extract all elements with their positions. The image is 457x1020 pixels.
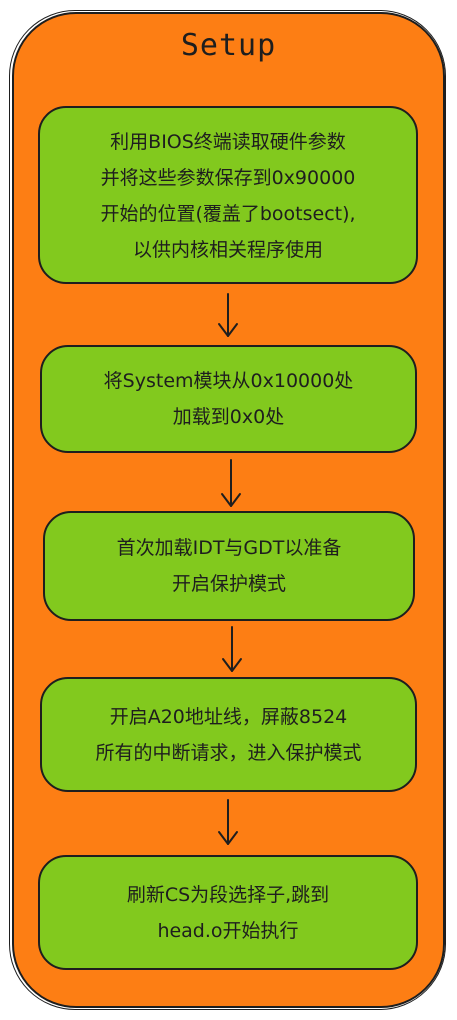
step-2-text: 将System模块从0x10000处 加载到0x0处 xyxy=(103,370,354,428)
arrow-3-icon xyxy=(222,626,242,672)
step-2-box: 将System模块从0x10000处 加载到0x0处 xyxy=(40,345,417,453)
arrow-1-icon xyxy=(218,293,238,337)
step-5-text: 刷新CS为段选择子,跳到 head.o开始执行 xyxy=(126,883,330,942)
step-3-text: 首次加载IDT与GDT以准备 开启保护模式 xyxy=(116,537,342,595)
step-3-box: 首次加载IDT与GDT以准备 开启保护模式 xyxy=(43,511,415,621)
step-4-box: 开启A20地址线，屏蔽8524 所有的中断请求，进入保护模式 xyxy=(40,677,417,792)
arrow-4-icon xyxy=(218,799,238,845)
step-5-box: 刷新CS为段选择子,跳到 head.o开始执行 xyxy=(38,855,418,970)
step-4-text: 开启A20地址线，屏蔽8524 所有的中断请求，进入保护模式 xyxy=(95,705,362,764)
diagram-title: Setup xyxy=(180,28,277,63)
arrow-2-icon xyxy=(221,459,241,507)
step-1-text: 利用BIOS终端读取硬件参数 并将这些参数保存到0x90000 开始的位置(覆盖… xyxy=(100,131,356,261)
step-1-box: 利用BIOS终端读取硬件参数 并将这些参数保存到0x90000 开始的位置(覆盖… xyxy=(38,106,418,284)
